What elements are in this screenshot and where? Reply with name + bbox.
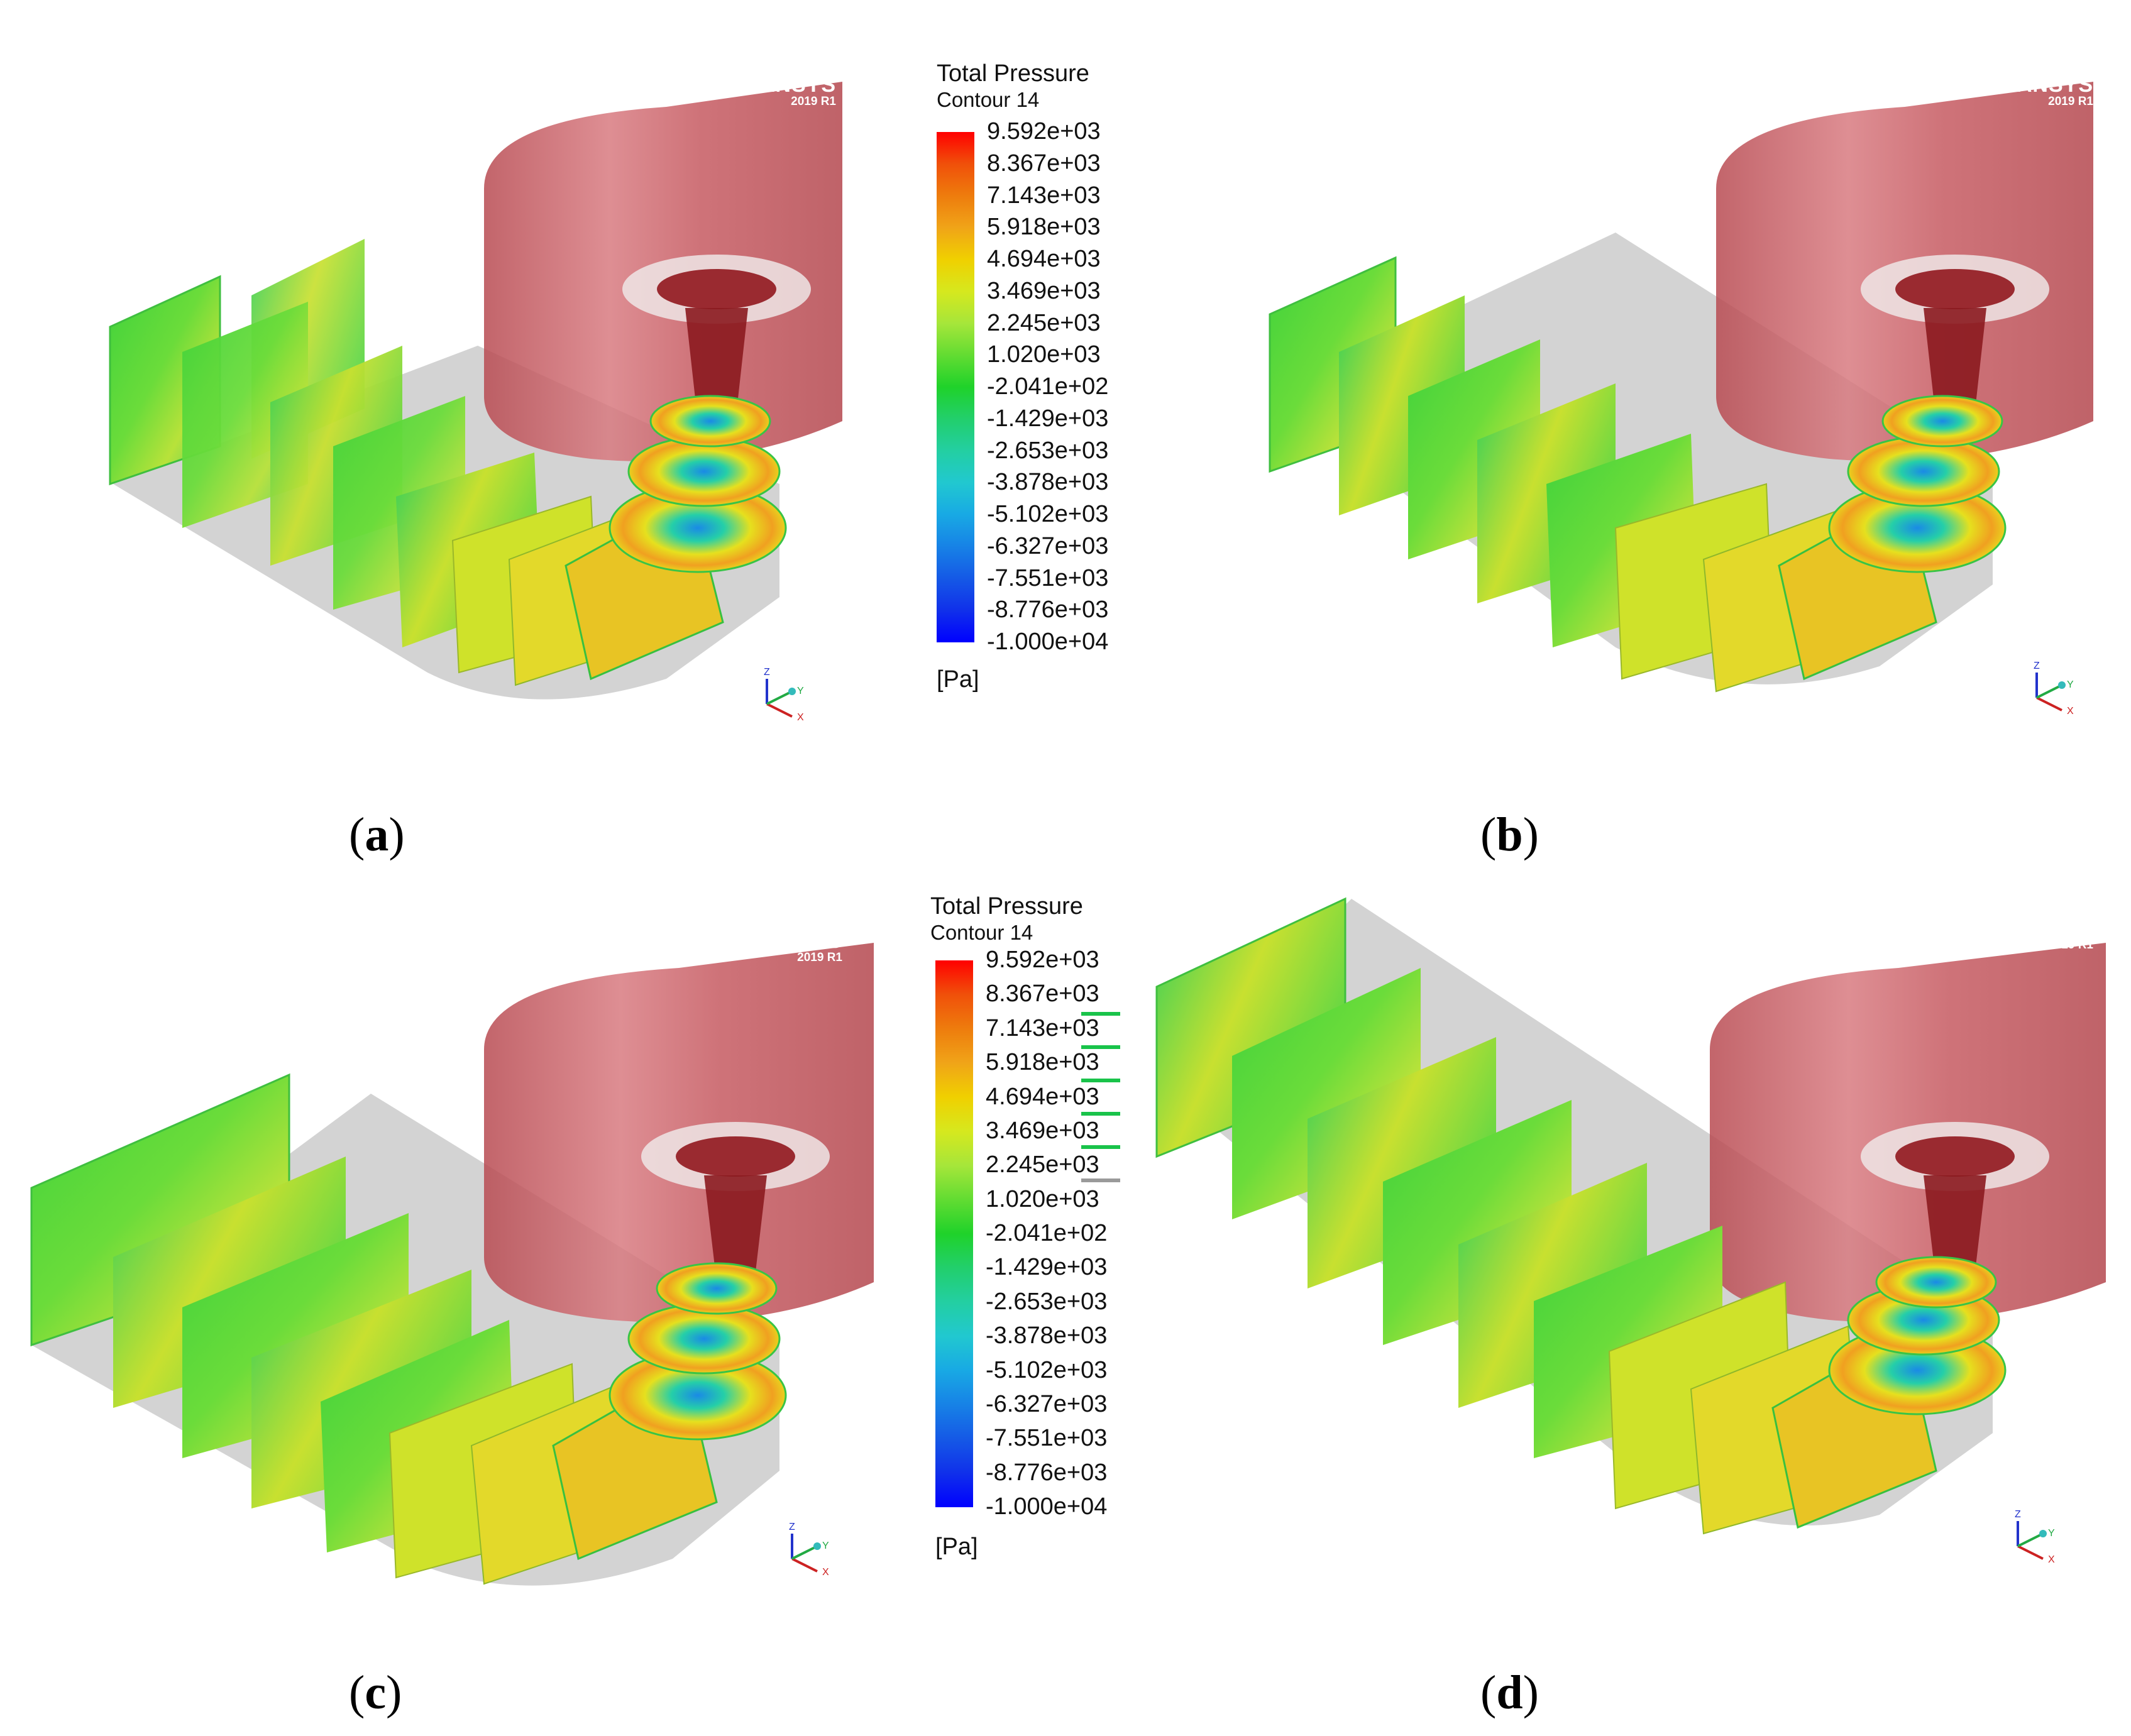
- legend-level-label: 1.020e+03: [987, 341, 1101, 368]
- ansys-watermark-b: ANSYS 2019 R1: [2016, 73, 2093, 108]
- svg-text:Z: Z: [764, 667, 770, 678]
- svg-text:X: X: [2048, 1554, 2055, 1565]
- caption-b: (b): [1480, 808, 1539, 861]
- colorbar: [935, 960, 973, 1507]
- cfd-render-a: Z Y X: [109, 82, 842, 723]
- svg-text:Y: Y: [2067, 679, 2074, 690]
- legend-level-label: 2.245e+03: [986, 1151, 1099, 1178]
- legend-bottom: Total Pressure Contour 14 9.592e+03 8.367…: [930, 893, 1157, 1578]
- legend-level-label: -5.102e+03: [986, 1356, 1108, 1383]
- legend-level-label: -7.551e+03: [986, 1425, 1108, 1452]
- legend-subtitle: Contour 14: [930, 921, 1033, 944]
- tick-mark: [1081, 1145, 1120, 1149]
- legend-level-label: -8.776e+03: [986, 1459, 1108, 1486]
- legend-level-label: 2.245e+03: [987, 309, 1101, 336]
- svg-text:Z: Z: [2015, 1509, 2021, 1520]
- legend-level-label: -3.878e+03: [987, 469, 1109, 496]
- legend-level-label: -1.000e+04: [987, 629, 1109, 655]
- legend-level-label: -2.653e+03: [987, 437, 1109, 464]
- axis-triad-c: Z Y X: [789, 1522, 829, 1578]
- legend-level-label: -2.041e+02: [986, 1220, 1108, 1246]
- legend-level-label: 8.367e+03: [986, 981, 1099, 1008]
- tick-mark: [1081, 1012, 1120, 1016]
- svg-text:X: X: [797, 712, 804, 723]
- tick-mark: [1081, 1079, 1120, 1082]
- axis-triad-b: Z Y X: [2034, 661, 2074, 717]
- legend-level-label: -2.653e+03: [986, 1288, 1108, 1315]
- cfd-render-c: Z Y X: [30, 943, 874, 1586]
- legend-level-label: 7.143e+03: [987, 182, 1101, 209]
- panel-c: Z Y X ANSYS 2019 R1: [19, 905, 874, 1628]
- legend-level-label: 7.143e+03: [986, 1014, 1099, 1041]
- legend-level-label: 5.918e+03: [987, 214, 1101, 241]
- slices-b: [1269, 256, 2007, 693]
- legend-unit: [Pa]: [937, 666, 979, 693]
- legend-level-label: -6.327e+03: [986, 1390, 1108, 1417]
- caption-a: (a): [349, 808, 405, 861]
- legend-unit: [Pa]: [935, 1534, 978, 1560]
- legend-level-label: -1.429e+03: [987, 405, 1109, 432]
- svg-text:Z: Z: [2034, 661, 2040, 671]
- tick-mark: [1081, 1045, 1120, 1049]
- axis-triad-a: Z Y X: [764, 667, 804, 723]
- caption-c: (c): [349, 1666, 402, 1719]
- tick-mark: [1081, 1178, 1120, 1182]
- legend-level-label: -5.102e+03: [987, 501, 1109, 527]
- legend-title: Total Pressure: [930, 893, 1083, 920]
- caption-d: (d): [1480, 1666, 1539, 1719]
- legend-level-label: 9.592e+03: [986, 947, 1099, 973]
- slices-d: [1155, 897, 2007, 1535]
- svg-text:X: X: [822, 1567, 829, 1578]
- tick-mark: [1081, 1112, 1120, 1116]
- legend-level-label: -2.041e+02: [987, 373, 1109, 400]
- ansys-watermark-a: ANSYS 2019 R1: [759, 73, 836, 108]
- colorbar: [937, 132, 974, 642]
- legend-level-label: 4.694e+03: [987, 246, 1101, 272]
- panel-a: Z Y X ANSYS 2019 R1: [101, 44, 849, 754]
- legend-level-label: -6.327e+03: [987, 532, 1109, 559]
- legend-level-label: -1.429e+03: [986, 1254, 1108, 1281]
- slices-c: [30, 1073, 787, 1585]
- svg-text:Z: Z: [789, 1522, 795, 1532]
- legend-level-label: 1.020e+03: [986, 1185, 1099, 1212]
- panel-b: Z Y X ANSYS 2019 R1: [1264, 44, 2100, 754]
- legend-level-label: 5.918e+03: [986, 1049, 1099, 1076]
- svg-text:Y: Y: [822, 1541, 829, 1551]
- panel-d: Z Y X ANSYS 2019 R1: [1144, 893, 2112, 1628]
- cfd-render-b: Z Y X: [1269, 82, 2093, 717]
- legend-level-label: 3.469e+03: [986, 1117, 1099, 1144]
- slices-a: [109, 239, 787, 686]
- axis-triad-d: Z Y X: [2015, 1509, 2055, 1565]
- svg-text:Y: Y: [797, 686, 804, 696]
- legend-title: Total Pressure: [937, 60, 1089, 87]
- cfd-render-d: Z Y X: [1155, 897, 2106, 1565]
- legend-subtitle: Contour 14: [937, 88, 1040, 111]
- legend-level-label: 3.469e+03: [987, 277, 1101, 304]
- ansys-watermark-d: ANSYS 2019 R1: [2016, 916, 2093, 952]
- legend-level-label: -1.000e+04: [986, 1493, 1108, 1520]
- legend-level-label: 9.592e+03: [987, 118, 1101, 145]
- legend-top: Total Pressure Contour 14 9.592e+03 8.367…: [937, 60, 1163, 701]
- legend-level-label: -3.878e+03: [986, 1322, 1108, 1349]
- svg-text:Y: Y: [2048, 1528, 2055, 1539]
- legend-level-label: -7.551e+03: [987, 564, 1109, 591]
- legend-level-label: 8.367e+03: [987, 150, 1101, 177]
- svg-text:X: X: [2067, 706, 2074, 717]
- ansys-watermark-c: ANSYS 2019 R1: [765, 929, 842, 964]
- legend-level-label: 4.694e+03: [986, 1083, 1099, 1110]
- legend-level-label: -8.776e+03: [987, 596, 1109, 624]
